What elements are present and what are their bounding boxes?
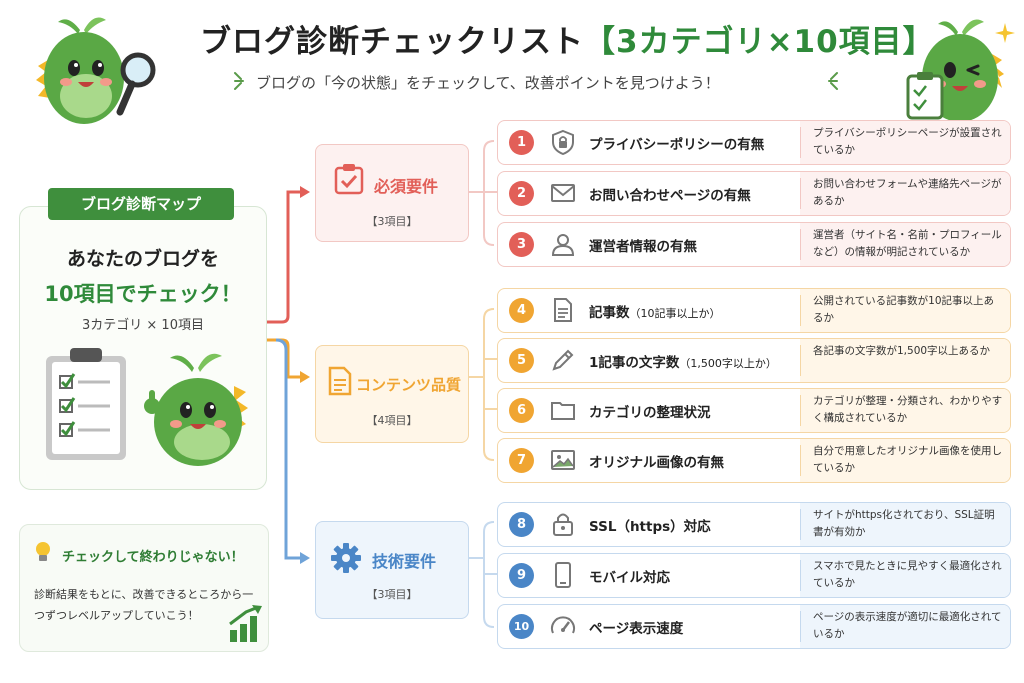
- item-label: 運営者情報の有無: [589, 239, 697, 255]
- tip-title: チェックして終わりじゃない！: [62, 550, 244, 565]
- checklist-item-original-images: 7 オリジナル画像の有無 自分で用意したオリジナル画像を使用しているか: [497, 438, 1011, 483]
- item-description: カテゴリが整理・分類され、わかりやすく構成されているか: [813, 395, 1003, 424]
- sparkle-lines-icon: [828, 72, 838, 90]
- smartphone-icon: [555, 562, 571, 588]
- category-required: 必須要件 【3項目】: [315, 144, 469, 242]
- map-headline-1: あなたのブログを: [66, 248, 219, 270]
- item-number: 9: [509, 563, 534, 588]
- item-description: 自分で用意したオリジナル画像を使用しているか: [813, 445, 1002, 474]
- checklist-item-operator-info: 3 運営者情報の有無 運営者（サイト名・名前・プロフィールなど）の情報が明記され…: [497, 222, 1011, 267]
- checklist-item-contact-page: 2 お問い合わせページの有無 お問い合わせフォームや連絡先ページがあるか: [497, 171, 1011, 216]
- mail-icon: [551, 184, 575, 202]
- checklist-item-article-count: 4 記事数（10記事以上か） 公開されている記事数が10記事以上あるか: [497, 288, 1011, 333]
- checklist-item-category-organization: 6 カテゴリの整理状況 カテゴリが整理・分類され、わかりやすく構成されているか: [497, 388, 1011, 433]
- page-title: ブログ診断チェックリスト【3カテゴリ×10項目】: [200, 16, 934, 62]
- item-label: SSL（https）対応: [589, 519, 711, 535]
- page-subtitle: ブログの「今の状態」をチェックして、改善ポイントを見つけよう！: [256, 74, 720, 92]
- item-label: お問い合わせページの有無: [589, 188, 751, 204]
- category-label: 技術要件: [372, 552, 437, 571]
- category-count: 【3項目】: [366, 215, 418, 228]
- item-description: 運営者（サイト名・名前・プロフィールなど）の情報が明記されているか: [813, 229, 1002, 258]
- item-number: 1: [509, 130, 534, 155]
- item-number: 6: [509, 398, 534, 423]
- speedometer-icon: [551, 616, 575, 634]
- mascot-magnifier: [36, 17, 156, 124]
- item-description: 公開されている記事数が10記事以上あるか: [813, 295, 995, 324]
- category-technical: 技術要件 【3項目】: [315, 521, 469, 619]
- item-label: モバイル対応: [589, 570, 670, 586]
- lightbulb-icon: [36, 542, 50, 561]
- category-count: 【3項目】: [366, 588, 418, 601]
- category-content: コンテンツ品質 【4項目】: [315, 345, 469, 443]
- item-number: 4: [509, 298, 534, 323]
- map-headline-2: 10項目でチェック！: [44, 282, 242, 306]
- padlock-icon: [553, 513, 573, 536]
- category-label: コンテンツ品質: [356, 376, 462, 394]
- tip-panel: [19, 524, 269, 652]
- item-label: ページ表示速度: [589, 621, 684, 637]
- sparkle-lines-icon: [234, 72, 244, 90]
- item-label: 1記事の文字数（1,500字以上か）: [589, 355, 777, 371]
- category-count: 【4項目】: [366, 414, 418, 427]
- shield-lock-icon: [552, 129, 574, 155]
- mascot-clipboard-wink: [906, 19, 1004, 122]
- item-number: 7: [509, 448, 534, 473]
- sparkle-icon: [995, 23, 1015, 43]
- title-accent: 【3カテゴリ×10項目】: [584, 24, 935, 60]
- item-number: 8: [509, 512, 534, 537]
- title-main: ブログ診断チェックリスト: [200, 24, 584, 60]
- image-icon: [551, 450, 575, 470]
- item-description: スマホで見たときに見やすく最適化されているか: [813, 560, 1002, 589]
- document-icon: [328, 366, 352, 396]
- gear-icon: [331, 543, 361, 573]
- item-number: 10: [509, 614, 534, 639]
- user-icon: [551, 234, 575, 256]
- checklist-item-mobile: 9 モバイル対応 スマホで見たときに見やすく最適化されているか: [497, 553, 1011, 598]
- mascot-thumbs-up: [144, 353, 248, 466]
- growth-chart-icon: [229, 605, 262, 642]
- checklist-clipboard-icon: [46, 348, 126, 460]
- item-description: お問い合わせフォームや連絡先ページがあるか: [813, 178, 1002, 207]
- map-caption: 3カテゴリ × 10項目: [82, 318, 204, 333]
- clipboard-check-icon: [334, 164, 364, 195]
- item-label: 記事数（10記事以上か）: [589, 305, 721, 321]
- item-number: 2: [509, 181, 534, 206]
- checklist-item-page-speed: 10 ページ表示速度 ページの表示速度が適切に最適化されているか: [497, 604, 1011, 649]
- item-description: 各記事の文字数が1,500字以上あるか: [813, 345, 991, 357]
- checklist-item-privacy-policy: 1 プライバシーポリシーの有無 プライバシーポリシーページが設置されているか: [497, 120, 1011, 165]
- item-description: サイトがhttps化されており、SSL証明書が有効か: [813, 509, 995, 538]
- folder-icon: [551, 402, 575, 420]
- item-description: ページの表示速度が適切に最適化されているか: [813, 611, 1002, 640]
- item-description: プライバシーポリシーページが設置されているか: [813, 127, 1002, 156]
- map-ribbon-title: ブログ診断マップ: [48, 188, 234, 220]
- category-label: 必須要件: [374, 177, 439, 196]
- item-label: オリジナル画像の有無: [589, 455, 724, 471]
- checklist-item-ssl: 8 SSL（https）対応 サイトがhttps化されており、SSL証明書が有効…: [497, 502, 1011, 547]
- pencil-icon: [552, 349, 574, 371]
- item-label: プライバシーポリシーの有無: [589, 137, 765, 153]
- item-number: 5: [509, 348, 534, 373]
- item-number: 3: [509, 232, 534, 257]
- tip-body: 診断結果をもとに、改善できるところから一つずつレベルアップしていこう！: [34, 588, 254, 622]
- checklist-item-char-count: 5 1記事の文字数（1,500字以上か） 各記事の文字数が1,500字以上あるか: [497, 338, 1011, 383]
- item-label: カテゴリの整理状況: [589, 405, 711, 421]
- file-icon: [554, 298, 572, 322]
